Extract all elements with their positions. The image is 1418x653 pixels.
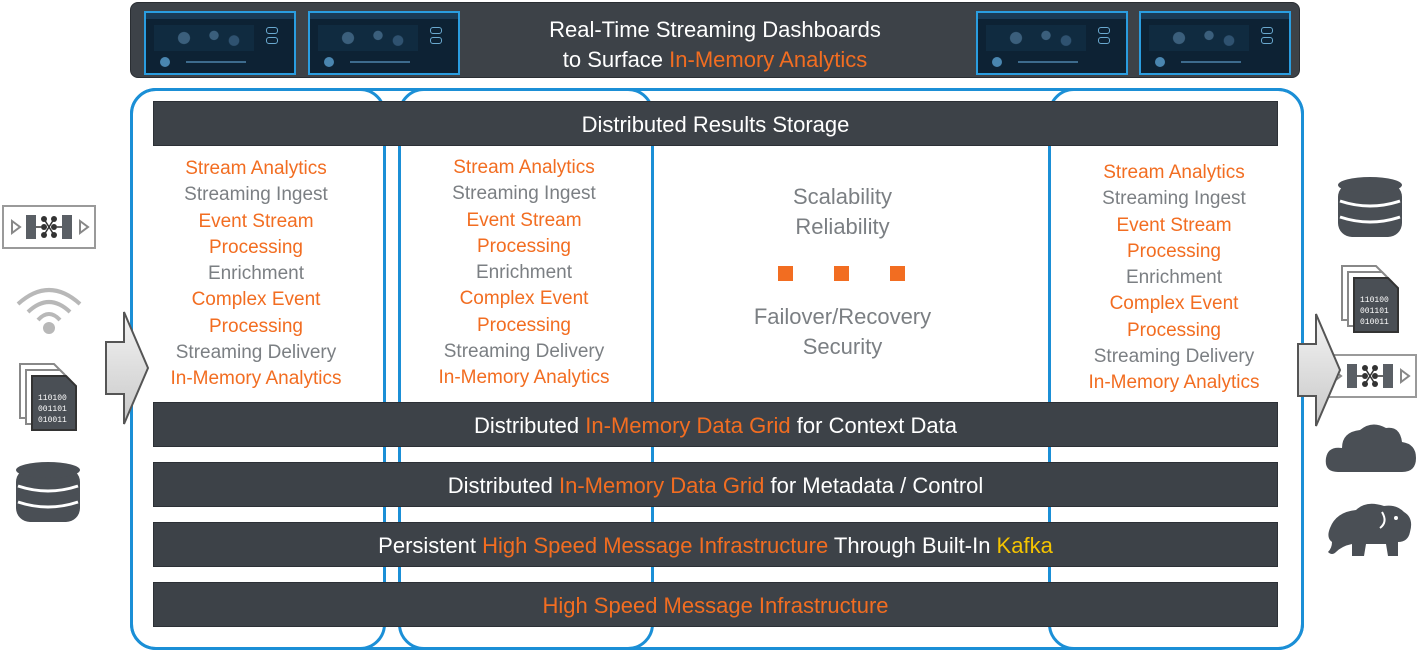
pipeline-item: Stream Analytics: [1103, 162, 1245, 183]
pipeline-item: Event Stream: [198, 210, 314, 232]
pipeline-item: Processing: [477, 235, 571, 257]
pipeline-item: In-Memory Analytics: [438, 367, 610, 389]
failover-recovery-label: Failover/Recovery: [753, 304, 932, 329]
results-storage-label: Distributed Results Storage: [581, 112, 850, 137]
binary-files-icon: 110100 001101 010011: [19, 363, 77, 431]
svg-text:110100: 110100: [1360, 296, 1389, 305]
banner-title: Real-Time Streaming Dashboards to Surfac…: [131, 15, 1299, 75]
pipeline-item: Complex Event: [1109, 293, 1239, 315]
cloud-icon: [1325, 424, 1416, 472]
pipeline-item: Streaming Ingest: [1102, 188, 1246, 210]
dashboard-thumbnail: [144, 11, 296, 75]
pipeline-item: Processing: [209, 236, 303, 258]
persistent-message-bar: Persistent High Speed Message Infrastruc…: [153, 522, 1278, 567]
pipeline-column-2: Stream Analytics Streaming Ingest Event …: [418, 155, 630, 392]
results-storage-bar: Distributed Results Storage: [153, 101, 1278, 146]
pipeline-item: Complex Event: [459, 288, 589, 310]
binary-files-icon: 110100 001101 010011: [1341, 265, 1399, 333]
separator-square: [834, 266, 849, 281]
pipeline-item: Processing: [209, 315, 303, 337]
pipeline-item: Stream Analytics: [453, 157, 595, 178]
pipeline-item: Stream Analytics: [185, 158, 327, 179]
wifi-icon: [16, 288, 82, 334]
pipeline-item: Complex Event: [191, 289, 321, 311]
security-label: Security: [802, 334, 883, 359]
pipeline-item: Processing: [1127, 319, 1221, 341]
pipeline-item: Event Stream: [1116, 214, 1232, 236]
pipeline-item: Streaming Delivery: [175, 342, 337, 364]
pipeline-item: Processing: [1127, 240, 1221, 262]
reliability-label: Reliability: [795, 214, 890, 239]
processor-icon: [2, 205, 96, 249]
pipeline-item: Enrichment: [207, 263, 305, 285]
svg-text:010011: 010011: [1360, 318, 1389, 327]
pipeline-item: Streaming Delivery: [1093, 346, 1255, 368]
banner-title-line1: Real-Time Streaming Dashboards: [549, 17, 881, 42]
database-icon: [16, 462, 80, 522]
quality-attributes-bottom: Failover/Recovery Security: [700, 302, 985, 362]
node-frame-2: [398, 88, 654, 650]
dashboard-thumbnail: [976, 11, 1128, 75]
pipeline-item: In-Memory Analytics: [170, 368, 342, 390]
database-icon: [1338, 177, 1402, 237]
scalability-label: Scalability: [792, 184, 893, 209]
pipeline-item: Event Stream: [466, 209, 582, 231]
output-flow-arrow: [1297, 313, 1342, 427]
svg-text:001101: 001101: [1360, 307, 1389, 316]
banner-title-line2: to Surface In-Memory Analytics: [562, 47, 868, 72]
svg-text:001101: 001101: [38, 405, 67, 414]
metadata-grid-bar: Distributed In-Memory Data Grid for Meta…: [153, 462, 1278, 507]
pipeline-item: Streaming Ingest: [184, 184, 328, 206]
dashboard-banner: Real-Time Streaming Dashboards to Surfac…: [130, 2, 1300, 78]
pipeline-item: Processing: [477, 314, 571, 336]
separator-square: [778, 266, 793, 281]
input-flow-arrow: [105, 311, 150, 425]
pipeline-item: Enrichment: [1125, 267, 1223, 289]
processor-icon: [1323, 354, 1417, 398]
pipeline-item: Enrichment: [475, 262, 573, 284]
separator-square: [890, 266, 905, 281]
message-infrastructure-bar: High Speed Message Infrastructure: [153, 582, 1278, 627]
quality-attributes-top: Scalability Reliability: [700, 182, 985, 242]
dashboard-thumbnail: [308, 11, 460, 75]
pipeline-item: Streaming Ingest: [452, 183, 596, 205]
context-data-grid-bar: Distributed In-Memory Data Grid for Cont…: [153, 402, 1278, 447]
svg-text:110100: 110100: [38, 394, 67, 403]
pipeline-item: In-Memory Analytics: [1088, 372, 1260, 394]
pipeline-column-1: Stream Analytics Streaming Ingest Event …: [150, 156, 362, 393]
hadoop-elephant-icon: [1328, 503, 1412, 556]
pipeline-column-3: Stream Analytics Streaming Ingest Event …: [1068, 160, 1280, 397]
dashboard-thumbnail: [1139, 11, 1291, 75]
svg-text:010011: 010011: [38, 416, 67, 425]
pipeline-item: Streaming Delivery: [443, 341, 605, 363]
